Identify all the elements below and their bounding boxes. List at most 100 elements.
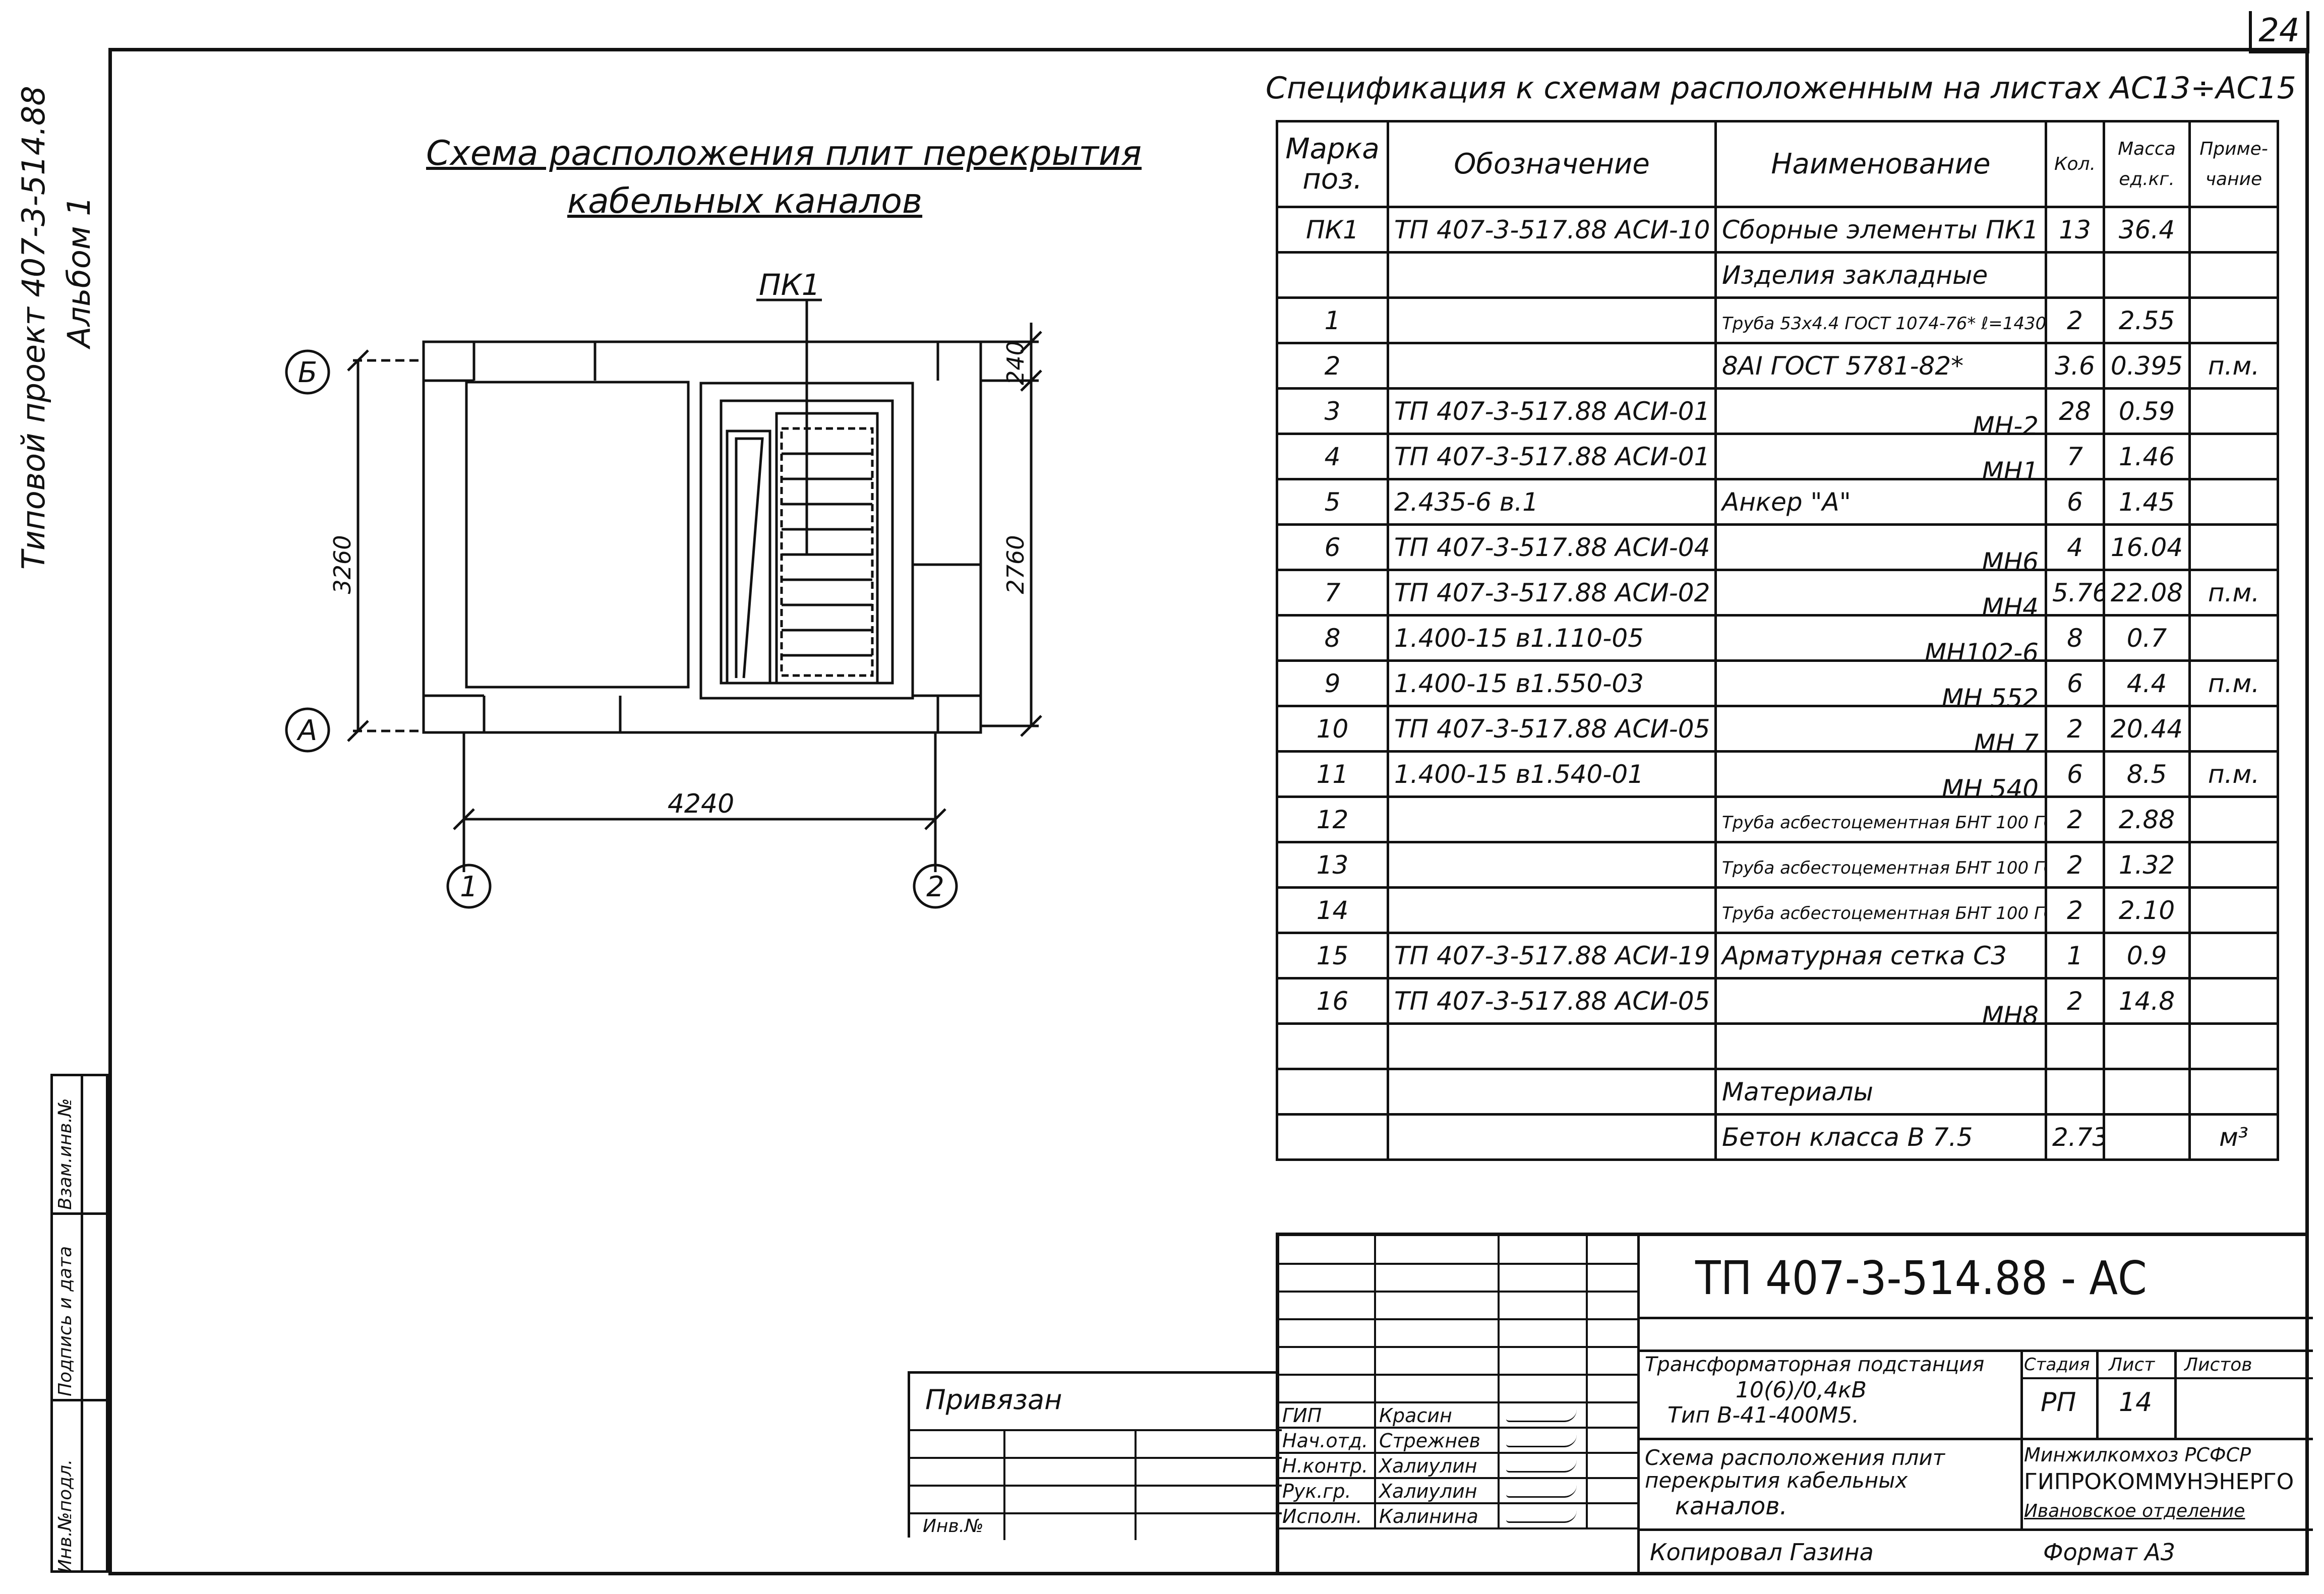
spec-cell-designation: [1387, 886, 1717, 934]
spec-cell-designation: [1387, 296, 1717, 344]
side-stamp-inv: Инв.№подл.: [55, 1459, 76, 1573]
plan-drawing: ПК1 Б А 1 2 3260 2760 240 4240: [285, 268, 1042, 909]
spec-cell-designation: ТП 407-3-517.88 АСИ-05: [1387, 977, 1717, 1025]
spec-cell-note: п.м.: [2188, 342, 2279, 390]
spec-cell-note: [2188, 387, 2279, 435]
stamp-person-row: Н.контр. Халиулин: [1279, 1453, 1637, 1478]
spec-cell-pos: 10: [1276, 705, 1389, 753]
spec-cell-mass: 0.59: [2103, 387, 2191, 435]
spec-name-text: Бетон класса В 7.5: [1722, 1122, 1973, 1152]
spec-cell-mass: 22.08: [2103, 569, 2191, 617]
spec-cell-name: МН1: [1714, 433, 2047, 480]
org-line3: Ивановское отделение: [2024, 1501, 2245, 1521]
privyazan-label: Привязан: [925, 1384, 1062, 1416]
spec-row: Изделия закладные: [1276, 251, 2279, 299]
sheet-label: Лист: [2109, 1355, 2155, 1375]
object-line3: Тип В-41-400М5.: [1667, 1402, 1860, 1428]
spec-cell-designation: [1387, 1022, 1717, 1070]
spec-cell-pos: 11: [1276, 750, 1389, 798]
sheet-title-line2: перекрытия кабельных: [1645, 1468, 1908, 1493]
spec-cell-pos: 9: [1276, 659, 1389, 707]
spec-cell-pos: 3: [1276, 387, 1389, 435]
spec-cell-designation: [1387, 1068, 1717, 1116]
spec-cell-designation: ТП 407-3-517.88 АСИ-10: [1387, 206, 1717, 254]
object-line2: 10(6)/0,4кВ: [1736, 1377, 1867, 1403]
spec-cell-name: Труба асбестоцементная БНТ 100 ГОСТ 1839…: [1714, 795, 2047, 843]
spec-cell-pos: 15: [1276, 932, 1389, 979]
spec-cell-name: МН 540: [1714, 750, 2047, 798]
dim-bottom: 4240: [668, 789, 734, 819]
spec-row: Материалы: [1276, 1068, 2279, 1116]
spec-cell-qty: 28: [2045, 387, 2105, 435]
spec-cell-designation: 2.435-6 в.1: [1387, 478, 1717, 526]
spec-cell-designation: [1387, 841, 1717, 889]
spec-cell-mass: 1.45: [2103, 478, 2191, 526]
axis-a-label: А: [296, 714, 317, 747]
drawing-frame: [108, 48, 2309, 1575]
spec-cell-name: Материалы: [1714, 1068, 2047, 1116]
spec-row: [1276, 1022, 2279, 1070]
spec-name-mark: МН 7: [1974, 728, 2039, 752]
stamp-person-name: Красин: [1379, 1404, 1452, 1427]
spec-cell-note: [2188, 433, 2279, 480]
spec-cell-mass: 4.4: [2103, 659, 2191, 707]
spec-cell-mass: 20.44: [2103, 705, 2191, 753]
org-line2: ГИПРОКОММУНЭНЕРГО: [2024, 1469, 2294, 1495]
spec-cell-name: Арматурная сетка С3: [1714, 932, 2047, 979]
spec-cell-pos: 13: [1276, 841, 1389, 889]
spec-cell-note: [2188, 1022, 2279, 1070]
axis-1-label: 1: [460, 871, 478, 903]
signature-mark: [1506, 1435, 1577, 1447]
spec-cell-note: [2188, 977, 2279, 1025]
drawing-title-line1: Схема расположения плит перекрытия: [426, 134, 1142, 173]
org-line1: Минжилкомхоз РСФСР: [2024, 1444, 2251, 1466]
stamp-person-role: ГИП: [1282, 1404, 1322, 1427]
spec-cell-name: Анкер "А": [1714, 478, 2047, 526]
margin-album: Альбом 1: [61, 196, 97, 348]
spec-header-mass: Масса ед.кг.: [2103, 120, 2191, 208]
spec-cell-name: МН 7: [1714, 705, 2047, 753]
spec-name-text: Изделия закладные: [1722, 260, 1988, 290]
spec-cell-designation: ТП 407-3-517.88 АСИ-04: [1387, 523, 1717, 571]
spec-cell-note: [2188, 523, 2279, 571]
stamp-person-name: Халиулин: [1379, 1455, 1477, 1477]
spec-cell-qty: 3.6: [2045, 342, 2105, 390]
stamp-person-name: Калинина: [1379, 1505, 1478, 1527]
page-number: 24: [2249, 11, 2309, 53]
spec-cell-note: [2188, 614, 2279, 662]
spec-cell-qty: [2045, 1022, 2105, 1070]
spec-cell-mass: [2103, 1113, 2191, 1161]
spec-name-text: Арматурная сетка С3: [1722, 941, 2007, 970]
spec-cell-pos: [1276, 1068, 1389, 1116]
spec-cell-mass: 2.10: [2103, 886, 2191, 934]
spec-cell-mass: 36.4: [2103, 206, 2191, 254]
spec-cell-mass: 2.88: [2103, 795, 2191, 843]
spec-cell-mass: [2103, 1068, 2191, 1116]
plate-label-pk1: ПК1: [759, 268, 820, 302]
spec-cell-pos: 2: [1276, 342, 1389, 390]
spec-cell-designation: 1.400-15 в1.540-01: [1387, 750, 1717, 798]
spec-cell-pos: [1276, 1022, 1389, 1070]
spec-cell-pos: [1276, 251, 1389, 299]
signature-mark: [1506, 1409, 1577, 1422]
object-line1: Трансформаторная подстанция: [1645, 1353, 1985, 1376]
sheet-value: 14: [2119, 1387, 2153, 1418]
stamp-person-role: Н.контр.: [1282, 1455, 1368, 1477]
side-stamp-vzam: Взам.инв.№: [55, 1098, 76, 1210]
spec-cell-pos: 4: [1276, 433, 1389, 480]
stamp-person-row: Рук.гр.Халиулин: [1279, 1478, 1637, 1503]
spec-name-text: Труба асбестоцементная БНТ 100 ГОСТ 1839…: [1722, 857, 2044, 878]
spec-cell-note: [2188, 705, 2279, 753]
spec-cell-name: [1714, 1022, 2047, 1070]
spec-cell-note: [2188, 478, 2279, 526]
